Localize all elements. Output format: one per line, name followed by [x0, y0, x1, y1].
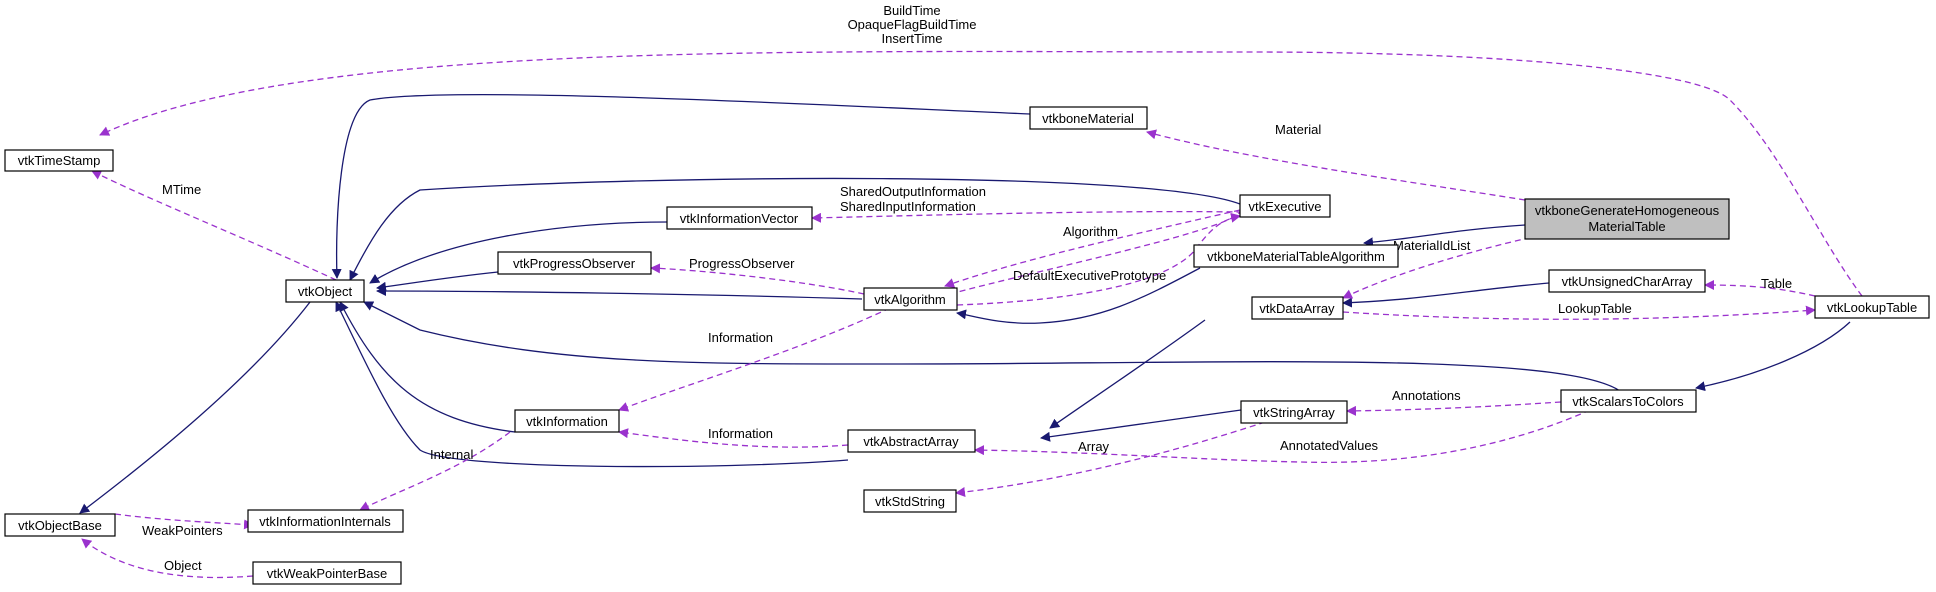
node-label: vtkObject — [298, 284, 353, 299]
label-default-executive-prototype: DefaultExecutivePrototype — [1013, 268, 1166, 283]
node-vtkStringArray[interactable]: vtkStringArray — [1240, 400, 1348, 424]
node-vtkboneMaterialTableAlgorithm[interactable]: vtkboneMaterialTableAlgorithm — [1193, 244, 1399, 268]
label-information-array: Information — [708, 426, 773, 441]
node-label: vtkScalarsToColors — [1572, 394, 1684, 409]
edge-dataarray-to-lookuptable — [1342, 305, 1816, 320]
node-vtkInformationInternals[interactable]: vtkInformationInternals — [247, 509, 404, 533]
edge-lookuptable-to-timestamp — [99, 50, 1863, 297]
node-vtkAbstractArray[interactable]: vtkAbstractArray — [847, 429, 976, 453]
node-vtkStdString[interactable]: vtkStdString — [863, 489, 957, 513]
edge-algorithm-to-progressobserver — [650, 263, 865, 295]
node-label: vtkLookupTable — [1827, 300, 1917, 315]
label-opaque-flag-build-time: OpaqueFlagBuildTime — [848, 17, 977, 32]
edge-stringarray-to-stdstring — [955, 421, 1266, 497]
label-information-algorithm: Information — [708, 330, 773, 345]
label-material-id-list: MaterialIdList — [1393, 238, 1471, 253]
node-vtkLookupTable[interactable]: vtkLookupTable — [1814, 295, 1930, 319]
edge-lookuptable-to-scalarstocolors — [1695, 321, 1851, 392]
edge-abstractarray-to-object — [335, 301, 849, 468]
edge-progressobserver-to-object — [376, 271, 499, 292]
node-label: vtkboneMaterial — [1042, 111, 1134, 126]
label-annotations: Annotations — [1392, 388, 1461, 403]
label-insert-time: InsertTime — [882, 31, 943, 46]
node-vtkObjectBase[interactable]: vtkObjectBase — [4, 513, 116, 537]
node-vtkboneMaterial[interactable]: vtkboneMaterial — [1029, 106, 1148, 130]
label-shared-input-information: SharedInputInformation — [840, 199, 976, 214]
label-build-time: BuildTime — [883, 3, 940, 18]
edge-stringarray-to-abstractarray — [1040, 409, 1242, 442]
edge-objectbase-to-object — [79, 301, 311, 514]
label-annotated-values: AnnotatedValues — [1280, 438, 1379, 453]
edge-algorithm-to-executive — [956, 212, 1241, 306]
edge-objectbase-to-weakpointerbase — [114, 513, 254, 530]
label-shared-output-information: SharedOutputInformation — [840, 184, 986, 199]
edge-materialtablealgorithm-to-algorithm — [956, 267, 1201, 324]
label-internal: Internal — [430, 447, 473, 462]
node-vtkAlgorithm[interactable]: vtkAlgorithm — [863, 287, 958, 311]
node-label: vtkTimeStamp — [18, 153, 101, 168]
edge-scalarstocolors-to-abstractarray — [974, 409, 1591, 463]
node-label: vtkAlgorithm — [874, 292, 946, 307]
node-vtkExecutive[interactable]: vtkExecutive — [1239, 194, 1331, 218]
label-mtime: MTime — [162, 182, 201, 197]
edge-scalarstocolors-to-stringarray — [1346, 401, 1562, 416]
edge-information-to-informationinternals — [359, 431, 511, 511]
edge-unsignedchararray-to-dataarray — [1342, 282, 1550, 308]
label-table: Table — [1761, 276, 1792, 291]
node-vtkObject[interactable]: vtkObject — [285, 279, 365, 303]
label-object: Object — [164, 558, 202, 573]
node-label: vtkInformation — [526, 414, 608, 429]
edge-algorithm-to-information — [618, 307, 891, 412]
node-vtkWeakPointerBase[interactable]: vtkWeakPointerBase — [252, 561, 402, 585]
node-label: vtkAbstractArray — [863, 434, 959, 449]
node-vtkDataArray[interactable]: vtkDataArray — [1251, 296, 1344, 320]
node-label: vtkInformationVector — [680, 211, 799, 226]
node-vtkTimeStamp[interactable]: vtkTimeStamp — [4, 149, 114, 172]
node-label: vtkExecutive — [1249, 199, 1322, 214]
label-algorithm: Algorithm — [1063, 224, 1118, 239]
node-vtkProgressObserver[interactable]: vtkProgressObserver — [497, 251, 652, 275]
edge-executive-to-algorithm — [944, 209, 1241, 288]
edge-information-to-object — [339, 301, 516, 433]
edge-executive-to-object — [349, 177, 1241, 281]
edge-generatehomogeneous-to-materialtablealgorithm — [1363, 224, 1526, 248]
edge-lookuptable-to-unsignedchararray — [1704, 280, 1816, 297]
node-label: vtkDataArray — [1259, 301, 1335, 316]
label-array: Array — [1078, 439, 1110, 454]
edge-scalarstocolors-to-object — [363, 301, 1621, 392]
node-label: vtkWeakPointerBase — [267, 566, 387, 581]
node-vtkUnsignedCharArray[interactable]: vtkUnsignedCharArray — [1548, 269, 1706, 293]
node-label: vtkboneMaterialTableAlgorithm — [1207, 249, 1385, 264]
node-vtkInformationVector[interactable]: vtkInformationVector — [666, 206, 813, 230]
node-label: vtkUnsignedCharArray — [1562, 274, 1693, 289]
node-label-line2: MaterialTable — [1588, 219, 1665, 234]
node-vtkboneGenerateHomogeneousMaterialTable[interactable]: vtkboneGenerateHomogeneous MaterialTable — [1524, 198, 1730, 240]
node-label: vtkInformationInternals — [259, 514, 391, 529]
edge-generatehomogeneous-to-bonematerial — [1146, 129, 1526, 201]
edge-algorithm-to-object — [376, 286, 863, 300]
node-vtkScalarsToColors[interactable]: vtkScalarsToColors — [1560, 389, 1697, 413]
node-label: vtkObjectBase — [18, 518, 102, 533]
label-lookup-table: LookupTable — [1558, 301, 1632, 316]
node-label-line1: vtkboneGenerateHomogeneous — [1535, 203, 1720, 218]
edge-weakpointerbase-to-objectbase — [81, 538, 254, 579]
edge-generatehomogeneous-to-dataarray — [1342, 232, 1551, 299]
node-vtkInformation[interactable]: vtkInformation — [514, 409, 620, 433]
label-weak-pointers: WeakPointers — [142, 523, 223, 538]
edge-bonematerial-to-object — [331, 93, 1031, 279]
label-progress-observer: ProgressObserver — [689, 256, 795, 271]
node-label: vtkStringArray — [1253, 405, 1335, 420]
edge-object-to-timestamp — [91, 170, 337, 281]
node-label: vtkProgressObserver — [513, 256, 636, 271]
label-material: Material — [1275, 122, 1321, 137]
node-label: vtkStdString — [875, 494, 945, 509]
edge-abstractarray-to-information — [618, 428, 849, 448]
edge-informationvector-to-object — [369, 221, 668, 284]
edge-dataarray-to-abstractarray — [1049, 319, 1206, 429]
